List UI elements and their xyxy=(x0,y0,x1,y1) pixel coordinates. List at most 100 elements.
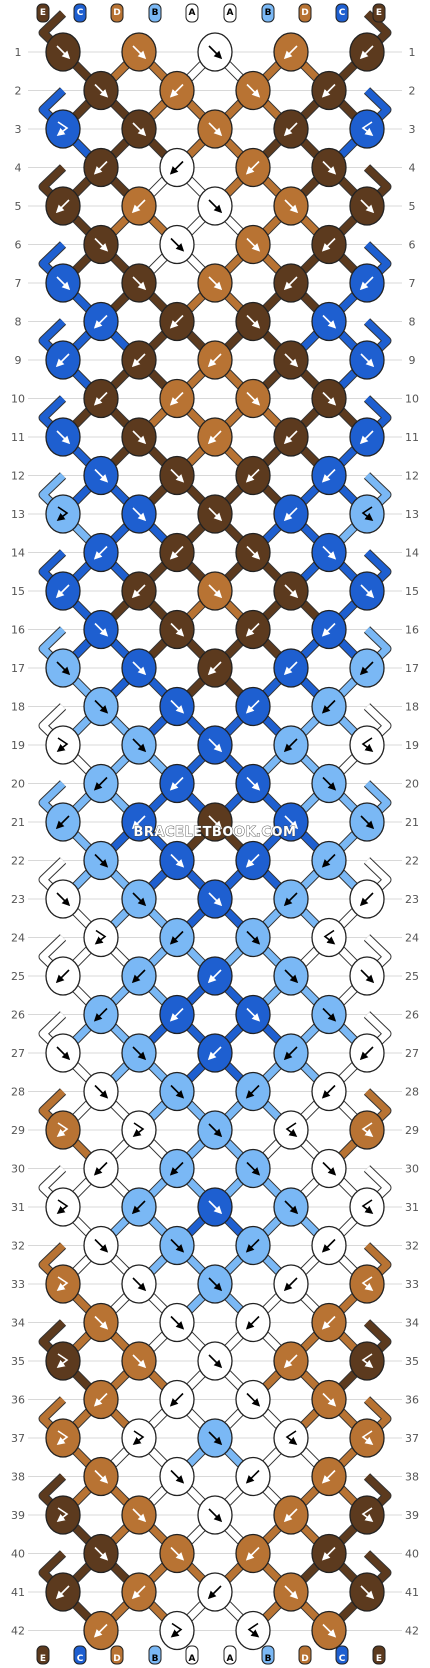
forward-knot-arrow-icon xyxy=(94,468,109,483)
knot xyxy=(311,763,347,804)
backward-knot-arrow-icon xyxy=(169,776,184,791)
knot xyxy=(311,1610,347,1651)
forward-knot-arrow-icon xyxy=(94,237,109,252)
forward-knot-arrow-icon xyxy=(132,45,147,60)
backward-forward-arrow-icon xyxy=(361,1507,374,1522)
forward-knot-arrow-icon xyxy=(56,1046,71,1061)
knot xyxy=(311,455,347,496)
knot xyxy=(311,378,347,419)
strand-tab: B xyxy=(148,3,162,23)
knot xyxy=(83,147,119,188)
knot-shape xyxy=(235,1610,271,1651)
knot xyxy=(349,1495,385,1535)
knot xyxy=(197,648,233,688)
backward-knot-arrow-icon xyxy=(245,1546,260,1561)
knot xyxy=(311,1071,347,1112)
knot xyxy=(311,917,347,958)
knot xyxy=(235,1302,271,1343)
row-number-left: 16 xyxy=(11,624,25,637)
knot-shape xyxy=(349,109,385,149)
forward-knot-arrow-icon xyxy=(284,353,299,368)
backward-knot-arrow-icon xyxy=(245,1469,260,1484)
strand-letter: D xyxy=(301,8,308,18)
forward-knot-arrow-icon xyxy=(132,507,147,522)
backward-knot-arrow-icon xyxy=(359,45,374,60)
forward-knot-arrow-icon xyxy=(322,1623,337,1638)
knot xyxy=(159,917,195,958)
row-number-right: 2 xyxy=(409,85,416,98)
knot xyxy=(45,1187,81,1227)
row-number-left: 23 xyxy=(11,893,25,906)
forward-knot-arrow-icon xyxy=(132,276,147,291)
row-number-right: 8 xyxy=(409,316,416,329)
backward-knot-arrow-icon xyxy=(131,199,146,214)
knot xyxy=(349,1110,385,1150)
knot xyxy=(197,109,233,149)
knot xyxy=(83,994,119,1035)
strand-swatch xyxy=(185,3,199,23)
knot xyxy=(273,263,309,303)
knot xyxy=(235,1533,271,1574)
knot xyxy=(45,340,81,380)
backward-knot-arrow-icon xyxy=(207,353,222,368)
forward-knot-arrow-icon xyxy=(360,969,375,984)
knot-grid xyxy=(45,32,385,1651)
knot xyxy=(121,1418,157,1458)
row-number-left: 3 xyxy=(15,123,22,136)
backward-knot-arrow-icon xyxy=(245,622,260,637)
strand-letter: C xyxy=(339,1654,346,1664)
forward-knot-arrow-icon xyxy=(94,853,109,868)
row-number-right: 26 xyxy=(405,1009,419,1022)
knot xyxy=(159,1071,195,1112)
knot xyxy=(159,1148,195,1189)
backward-knot-arrow-icon xyxy=(283,892,298,907)
strand-tab: D xyxy=(110,3,124,23)
forward-knot-arrow-icon xyxy=(246,237,261,252)
knot xyxy=(197,1341,233,1381)
backward-knot-arrow-icon xyxy=(283,661,298,676)
row-number-right: 22 xyxy=(405,855,419,868)
backward-forward-arrow-icon xyxy=(361,737,374,752)
forward-knot-arrow-icon xyxy=(132,430,147,445)
knot xyxy=(311,686,347,727)
strand-tab: C xyxy=(335,1645,349,1665)
backward-knot-arrow-icon xyxy=(359,430,374,445)
row-number-left: 34 xyxy=(11,1317,25,1330)
knot xyxy=(235,1379,271,1420)
knot xyxy=(349,725,385,765)
knot xyxy=(83,840,119,881)
row-number-right: 34 xyxy=(405,1317,419,1330)
backward-knot-arrow-icon xyxy=(131,969,146,984)
knot xyxy=(159,686,195,727)
knot xyxy=(159,378,195,419)
knot xyxy=(349,1572,385,1612)
forward-knot-arrow-icon xyxy=(208,1431,223,1446)
backward-knot-arrow-icon xyxy=(169,160,184,175)
strand-letter: A xyxy=(189,8,196,18)
forward-knot-arrow-icon xyxy=(56,661,71,676)
backward-knot-arrow-icon xyxy=(283,1354,298,1369)
forward-backward-arrow-icon xyxy=(94,929,107,945)
knot xyxy=(235,1456,271,1497)
knot xyxy=(83,686,119,727)
backward-knot-arrow-icon xyxy=(283,276,298,291)
row-number-right: 36 xyxy=(405,1394,419,1407)
backward-forward-arrow-icon xyxy=(361,121,374,136)
backward-knot-arrow-icon xyxy=(93,160,108,175)
backward-knot-arrow-icon xyxy=(207,969,222,984)
forward-backward-arrow-icon xyxy=(56,506,69,521)
knot xyxy=(311,301,347,342)
strand-tab: D xyxy=(298,1645,312,1665)
row-number-right: 13 xyxy=(405,508,419,521)
knot-shape xyxy=(45,109,81,149)
knot xyxy=(349,32,385,72)
row-number-right: 6 xyxy=(409,239,416,252)
knot xyxy=(197,340,233,380)
backward-knot-arrow-icon xyxy=(169,83,184,98)
row-number-left: 2 xyxy=(15,85,22,98)
strand-tab: A xyxy=(185,3,199,23)
strand-swatch xyxy=(148,1645,162,1665)
knot xyxy=(121,1495,157,1535)
row-number-right: 9 xyxy=(409,354,416,367)
